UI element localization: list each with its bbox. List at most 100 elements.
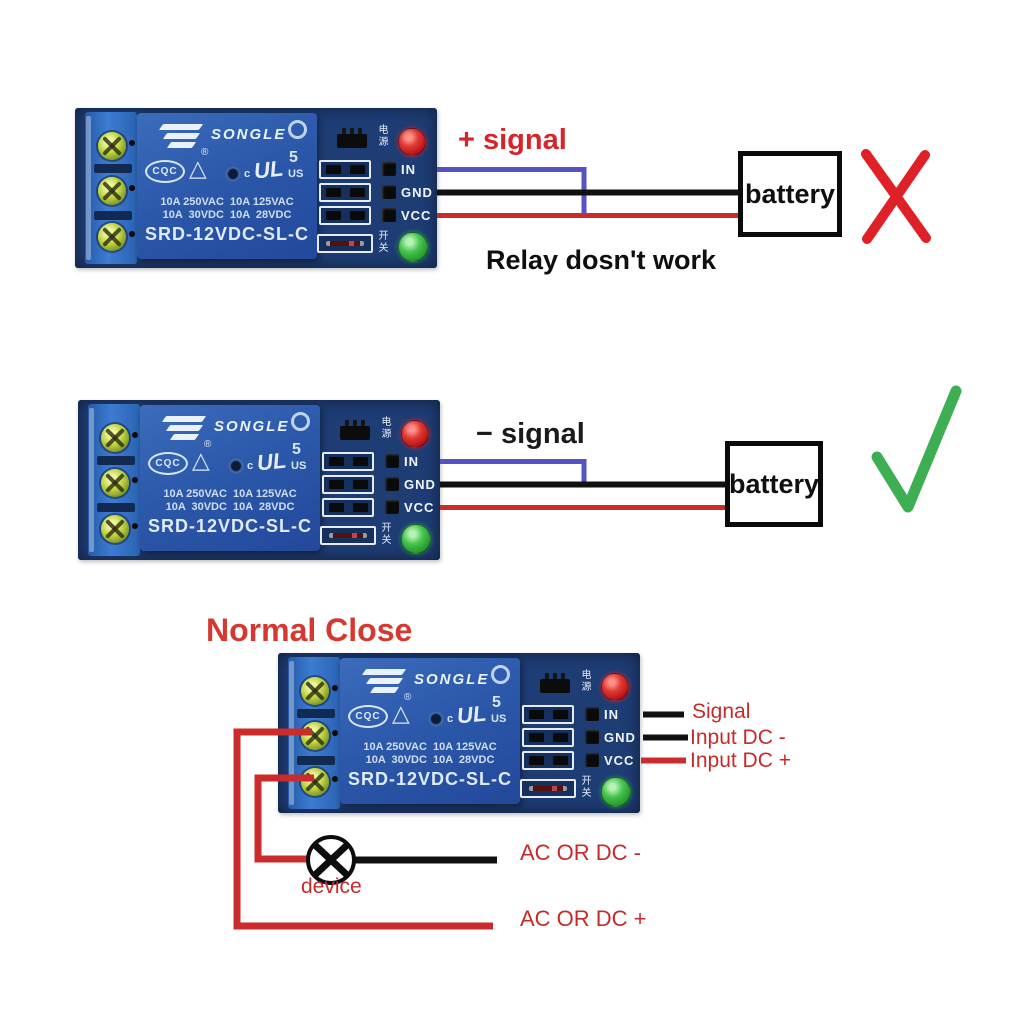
relay-corner-mark-icon (291, 412, 310, 431)
registered-mark: ® (201, 147, 209, 158)
registered-mark: ® (204, 439, 212, 450)
diode (317, 234, 373, 253)
jumper-pad (522, 728, 574, 747)
solder-dot (132, 432, 138, 438)
power-led (398, 128, 426, 156)
relay-doesnt-work-caption: Relay dosn't work (486, 245, 716, 275)
pin-label-in: IN (404, 454, 419, 469)
ac-or-dc-plus-label: AC OR DC + (520, 906, 647, 931)
ul-number: 5 (292, 441, 301, 458)
jumper-pad (322, 475, 374, 494)
switch-label-cn: 开关 (579, 775, 590, 799)
header-pin-in (585, 707, 599, 721)
cqc-mark: CQC (348, 705, 388, 728)
screw-terminal-1 (98, 132, 126, 160)
terminal-block (85, 112, 137, 264)
screw-terminal-2 (98, 177, 126, 205)
terminal-groove (97, 503, 135, 512)
relay-model-number: SRD-12VDC-SL-C (144, 224, 309, 244)
ccc-triangle-icon: △ (192, 447, 210, 473)
signal-wire-in-to-vcc (437, 167, 587, 216)
jumper-pad (319, 160, 371, 179)
wrong-wiring-group (437, 149, 931, 244)
relay-model-number: SRD-12VDC-SL-C (147, 516, 312, 536)
transistor (540, 673, 570, 693)
solder-dot (132, 477, 138, 483)
solder-dot (332, 776, 338, 782)
ul-prefix: c (244, 168, 251, 180)
input-dc-minus-label: Input DC - (690, 726, 786, 749)
pin-label-in: IN (401, 162, 416, 177)
transistor (337, 128, 367, 148)
screw-terminal-1 (301, 677, 329, 705)
battery-box: battery (725, 441, 823, 527)
device-label: device (301, 875, 362, 898)
input-dc-plus-label: Input DC + (690, 749, 791, 772)
pin-label-in: IN (604, 707, 619, 722)
header-pin-vcc (382, 208, 396, 222)
signal-wire-in-to-gnd (440, 459, 587, 485)
terminal-silkscreen (89, 408, 94, 552)
header-pin-gnd (385, 477, 399, 491)
power-led (401, 420, 429, 448)
ccc-triangle-icon: △ (392, 700, 410, 726)
solder-dot (129, 140, 135, 146)
diode (320, 526, 376, 545)
check-icon (871, 385, 962, 513)
solder-dot (332, 685, 338, 691)
relay-hole (228, 458, 244, 474)
relay-rating-line-2: 10A 30VDC 10A 28VDC (162, 209, 292, 221)
status-led (601, 777, 631, 807)
registered-mark: ® (404, 692, 412, 703)
relay-cube: SONGLE ® CQC △ c UL 5 US 10A 250VAC 10A … (137, 113, 317, 259)
terminal-groove (94, 164, 132, 173)
relay-cube: SONGLE ® CQC △ c UL 5 US 10A 250VAC 10A … (340, 658, 520, 804)
pin-label-gnd: GND (404, 477, 436, 492)
nc-wire-to-device (254, 774, 314, 863)
relay-brand-text: SONGLE (414, 671, 490, 688)
screw-terminal-3 (301, 768, 329, 796)
relay-pcb: SONGLE ® CQC △ c UL 5 US 10A 250VAC 10A … (75, 108, 437, 268)
switch-label-cn: 开关 (376, 230, 387, 254)
solder-dot (129, 185, 135, 191)
relay-rating-line-2: 10A 30VDC 10A 28VDC (365, 754, 495, 766)
normal-close-title: Normal Close (206, 612, 413, 648)
status-led (401, 524, 431, 554)
relay-pcb: SONGLE ® CQC △ c UL 5 US 10A 250VAC 10A … (78, 400, 440, 560)
transistor (340, 420, 370, 440)
cross-icon (861, 149, 931, 244)
relay-hole (428, 711, 444, 727)
screw-terminal-2 (301, 722, 329, 750)
relay-corner-mark-icon (288, 120, 307, 139)
status-led (398, 232, 428, 262)
header-pin-gnd (585, 730, 599, 744)
device-cross-icon (312, 842, 350, 878)
pin-label-vcc: VCC (404, 500, 435, 515)
jumper-pad (322, 452, 374, 471)
cqc-mark: CQC (145, 160, 185, 183)
header-pin-vcc (385, 500, 399, 514)
normal-close-wiring-group (233, 711, 688, 930)
relay-rating-line-1: 10A 250VAC 10A 125VAC (363, 741, 497, 753)
pin-label-gnd: GND (604, 730, 636, 745)
power-label-cn: 电源 (379, 416, 390, 440)
terminal-groove (297, 709, 335, 718)
ccc-triangle-icon: △ (189, 155, 207, 181)
ul-suffix: US (288, 168, 304, 180)
screw-terminal-2 (101, 469, 129, 497)
relay-rating-line-2: 10A 30VDC 10A 28VDC (165, 501, 295, 513)
terminal-groove (297, 756, 335, 765)
ul-suffix: US (491, 713, 507, 725)
switch-label-cn: 开关 (379, 522, 390, 546)
correct-wiring-group (440, 385, 962, 513)
relay-module-correct: SONGLE ® CQC △ c UL 5 US 10A 250VAC 10A … (78, 400, 440, 560)
solder-dot (129, 231, 135, 237)
header-pin-in (382, 162, 396, 176)
relay-corner-mark-icon (491, 665, 510, 684)
plus-signal-label: + signal (458, 124, 567, 156)
power-label-cn: 电源 (579, 669, 590, 693)
terminal-silkscreen (86, 116, 91, 260)
relay-model-number: SRD-12VDC-SL-C (347, 769, 512, 789)
jumper-pad (319, 206, 371, 225)
